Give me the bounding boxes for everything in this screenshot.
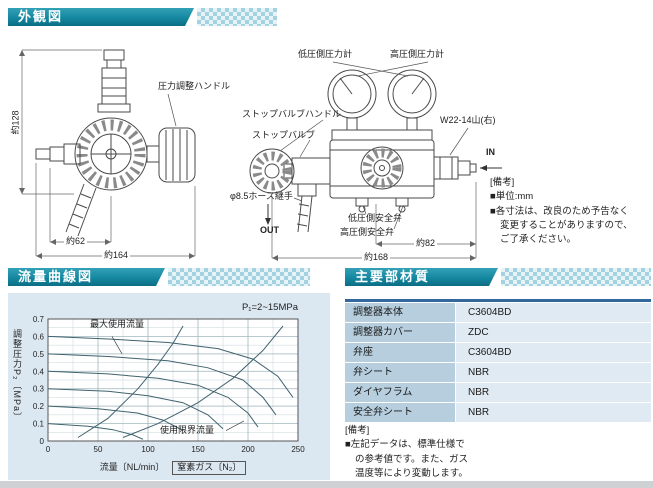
chart-annotation: 使用限界流量 <box>160 424 214 435</box>
chart-x-axis-unit: 流量〔NL/min〕 <box>99 462 165 472</box>
flow-chart-panel: 0 50 100 150 200 250 0 0.1 0.2 0.3 0.4 0.5 0.6 0.7 最大使… <box>8 293 330 480</box>
svg-text:0.2: 0.2 <box>33 402 45 411</box>
front-view-svg <box>249 61 502 261</box>
remarks-line: ■各寸法は、改良のため予告なく <box>490 205 629 217</box>
chart-annotation: 最大使用流量 <box>90 318 144 329</box>
svg-text:200: 200 <box>241 445 255 454</box>
dimension-arrows <box>272 241 476 261</box>
in-label: IN <box>486 147 495 157</box>
table-row: ダイヤフラム NBR <box>345 383 651 402</box>
material-value: ZDC <box>456 323 651 342</box>
material-part-name: 安全弁シート <box>345 403 455 422</box>
materials-table: 調整器本体 C3604BD 調整器カバー ZDC 弁座 C3604BD 弁シート… <box>345 299 651 422</box>
dim-168-label: 約168 <box>362 252 391 262</box>
material-value: C3604BD <box>456 343 651 362</box>
svg-text:0.5: 0.5 <box>33 350 45 359</box>
remarks-line: ■単位:mm <box>490 191 534 203</box>
hose-fitting-label: φ8.5ホース継手 <box>230 191 293 201</box>
dimension-arrows <box>19 50 195 259</box>
remarks-line: の参考値です。また、ガス <box>355 453 469 465</box>
svg-text:0.4: 0.4 <box>33 367 45 376</box>
table-row: 調整器本体 C3604BD <box>345 303 651 322</box>
curve-limit-flow-line <box>122 325 284 438</box>
chart-title: P₁=2~15MPa <box>242 302 299 313</box>
section-title-appearance: 外観図 <box>8 8 194 26</box>
curve-p2-0.3 <box>47 388 224 430</box>
svg-text:0: 0 <box>40 437 45 446</box>
low-gauge-label: 低圧側圧力計 <box>298 49 353 59</box>
svg-text:50: 50 <box>94 445 103 454</box>
svg-text:0.6: 0.6 <box>33 332 45 341</box>
svg-text:0.1: 0.1 <box>33 420 45 429</box>
section-title-materials: 主要部材質 <box>345 268 498 286</box>
page-bottom-strip <box>0 481 653 488</box>
remarks-top: [備考] ■単位:mm ■各寸法は、改良のため予告なく 変更することがありますの… <box>490 176 650 247</box>
high-safety-label: 高圧側安全弁 <box>340 227 395 237</box>
remarks-line: ■左記データは、標準仕様で <box>345 439 465 451</box>
header-pattern-icon <box>168 268 310 286</box>
table-row: 調整器カバー ZDC <box>345 323 651 342</box>
side-view-drawing: 圧力調整ハンドル 約128 約62 約164 <box>8 36 253 272</box>
table-row: 弁シート NBR <box>345 363 651 382</box>
dim-164-label: 約164 <box>102 250 131 260</box>
dim-82-label: 約82 <box>414 238 438 248</box>
label-leader-lines <box>279 61 469 230</box>
svg-text:0: 0 <box>46 445 51 454</box>
curve-max-use-flow-line <box>77 325 184 438</box>
high-gauge-label: 高圧側圧力計 <box>390 49 445 59</box>
svg-text:0.3: 0.3 <box>33 385 45 394</box>
chart-gas-type-label: 窒素ガス〔N₂〕 <box>172 461 247 475</box>
stop-valve-label: ストップバルブ <box>252 130 316 140</box>
remarks-title: [備考] <box>345 425 370 436</box>
dim-62-label: 約62 <box>64 236 88 246</box>
curve-p2-0.1 <box>47 423 144 440</box>
header-pattern-icon <box>197 8 277 26</box>
curve-p2-0.2 <box>47 405 184 431</box>
svg-text:250: 250 <box>291 445 305 454</box>
flow-arrows <box>265 165 502 225</box>
material-part-name: ダイヤフラム <box>345 383 455 402</box>
remarks-title: [備考] <box>490 177 515 188</box>
side-view-svg <box>19 49 196 259</box>
material-part-name: 弁座 <box>345 343 455 362</box>
section-header-materials: 主要部材質 <box>345 268 651 286</box>
material-value: C3604BD <box>456 303 651 322</box>
svg-text:0.7: 0.7 <box>33 315 45 324</box>
table-row: 弁座 C3604BD <box>345 343 651 362</box>
chart-y-axis-label: 調整圧力P₂〔MPa〕 <box>12 329 22 423</box>
remarks-line: 温度等により変動します。 <box>355 467 468 479</box>
thread-spec-label: W22-14山(右) <box>440 115 496 125</box>
regulator-side-outline <box>35 49 196 237</box>
curve-p2-0.6 <box>47 335 294 398</box>
material-part-name: 弁シート <box>345 363 455 382</box>
svg-text:100: 100 <box>141 445 155 454</box>
material-part-name: 調整器本体 <box>345 303 455 322</box>
dim-128-label: 約128 <box>10 108 21 137</box>
header-pattern-icon <box>501 268 651 286</box>
dimension-lines <box>21 49 196 257</box>
material-part-name: 調整器カバー <box>345 323 455 342</box>
front-view-drawing: 低圧側圧力計 高圧側圧力計 ストップバルブハンドル ストップバルブ W22-14… <box>228 36 520 272</box>
out-label: OUT <box>260 225 279 235</box>
pressure-handle-label: 圧力調整ハンドル <box>158 81 231 91</box>
remarks-line: ご了承ください。 <box>500 234 577 245</box>
regulator-front-outline <box>249 69 477 233</box>
flow-curve-chart: 0 50 100 150 200 250 0 0.1 0.2 0.3 0.4 0.5 0.6 0.7 最大使… <box>33 302 305 454</box>
remarks-bottom: [備考] ■左記データは、標準仕様で の参考値です。また、ガス 温度等により変動… <box>345 424 515 481</box>
curve-p2-0.5 <box>47 353 277 416</box>
low-safety-label: 低圧側安全弁 <box>348 213 403 223</box>
stop-valve-handle-label: ストップバルブハンドル <box>242 109 342 119</box>
chart-x-axis-label: 流量〔NL/min〕窒素ガス〔N₂〕 <box>48 460 298 475</box>
section-header-appearance: 外観図 <box>8 8 277 26</box>
section-header-flow-curve: 流量曲線図 <box>8 268 310 286</box>
material-value: NBR <box>456 363 651 382</box>
material-value: NBR <box>456 383 651 402</box>
table-row: 安全弁シート NBR <box>345 403 651 422</box>
material-value: NBR <box>456 403 651 422</box>
curve-p2-0.4 <box>47 370 259 428</box>
svg-text:150: 150 <box>191 445 205 454</box>
section-title-flow-curve: 流量曲線図 <box>8 268 165 286</box>
remarks-line: 変更することがありますので、 <box>500 219 633 231</box>
